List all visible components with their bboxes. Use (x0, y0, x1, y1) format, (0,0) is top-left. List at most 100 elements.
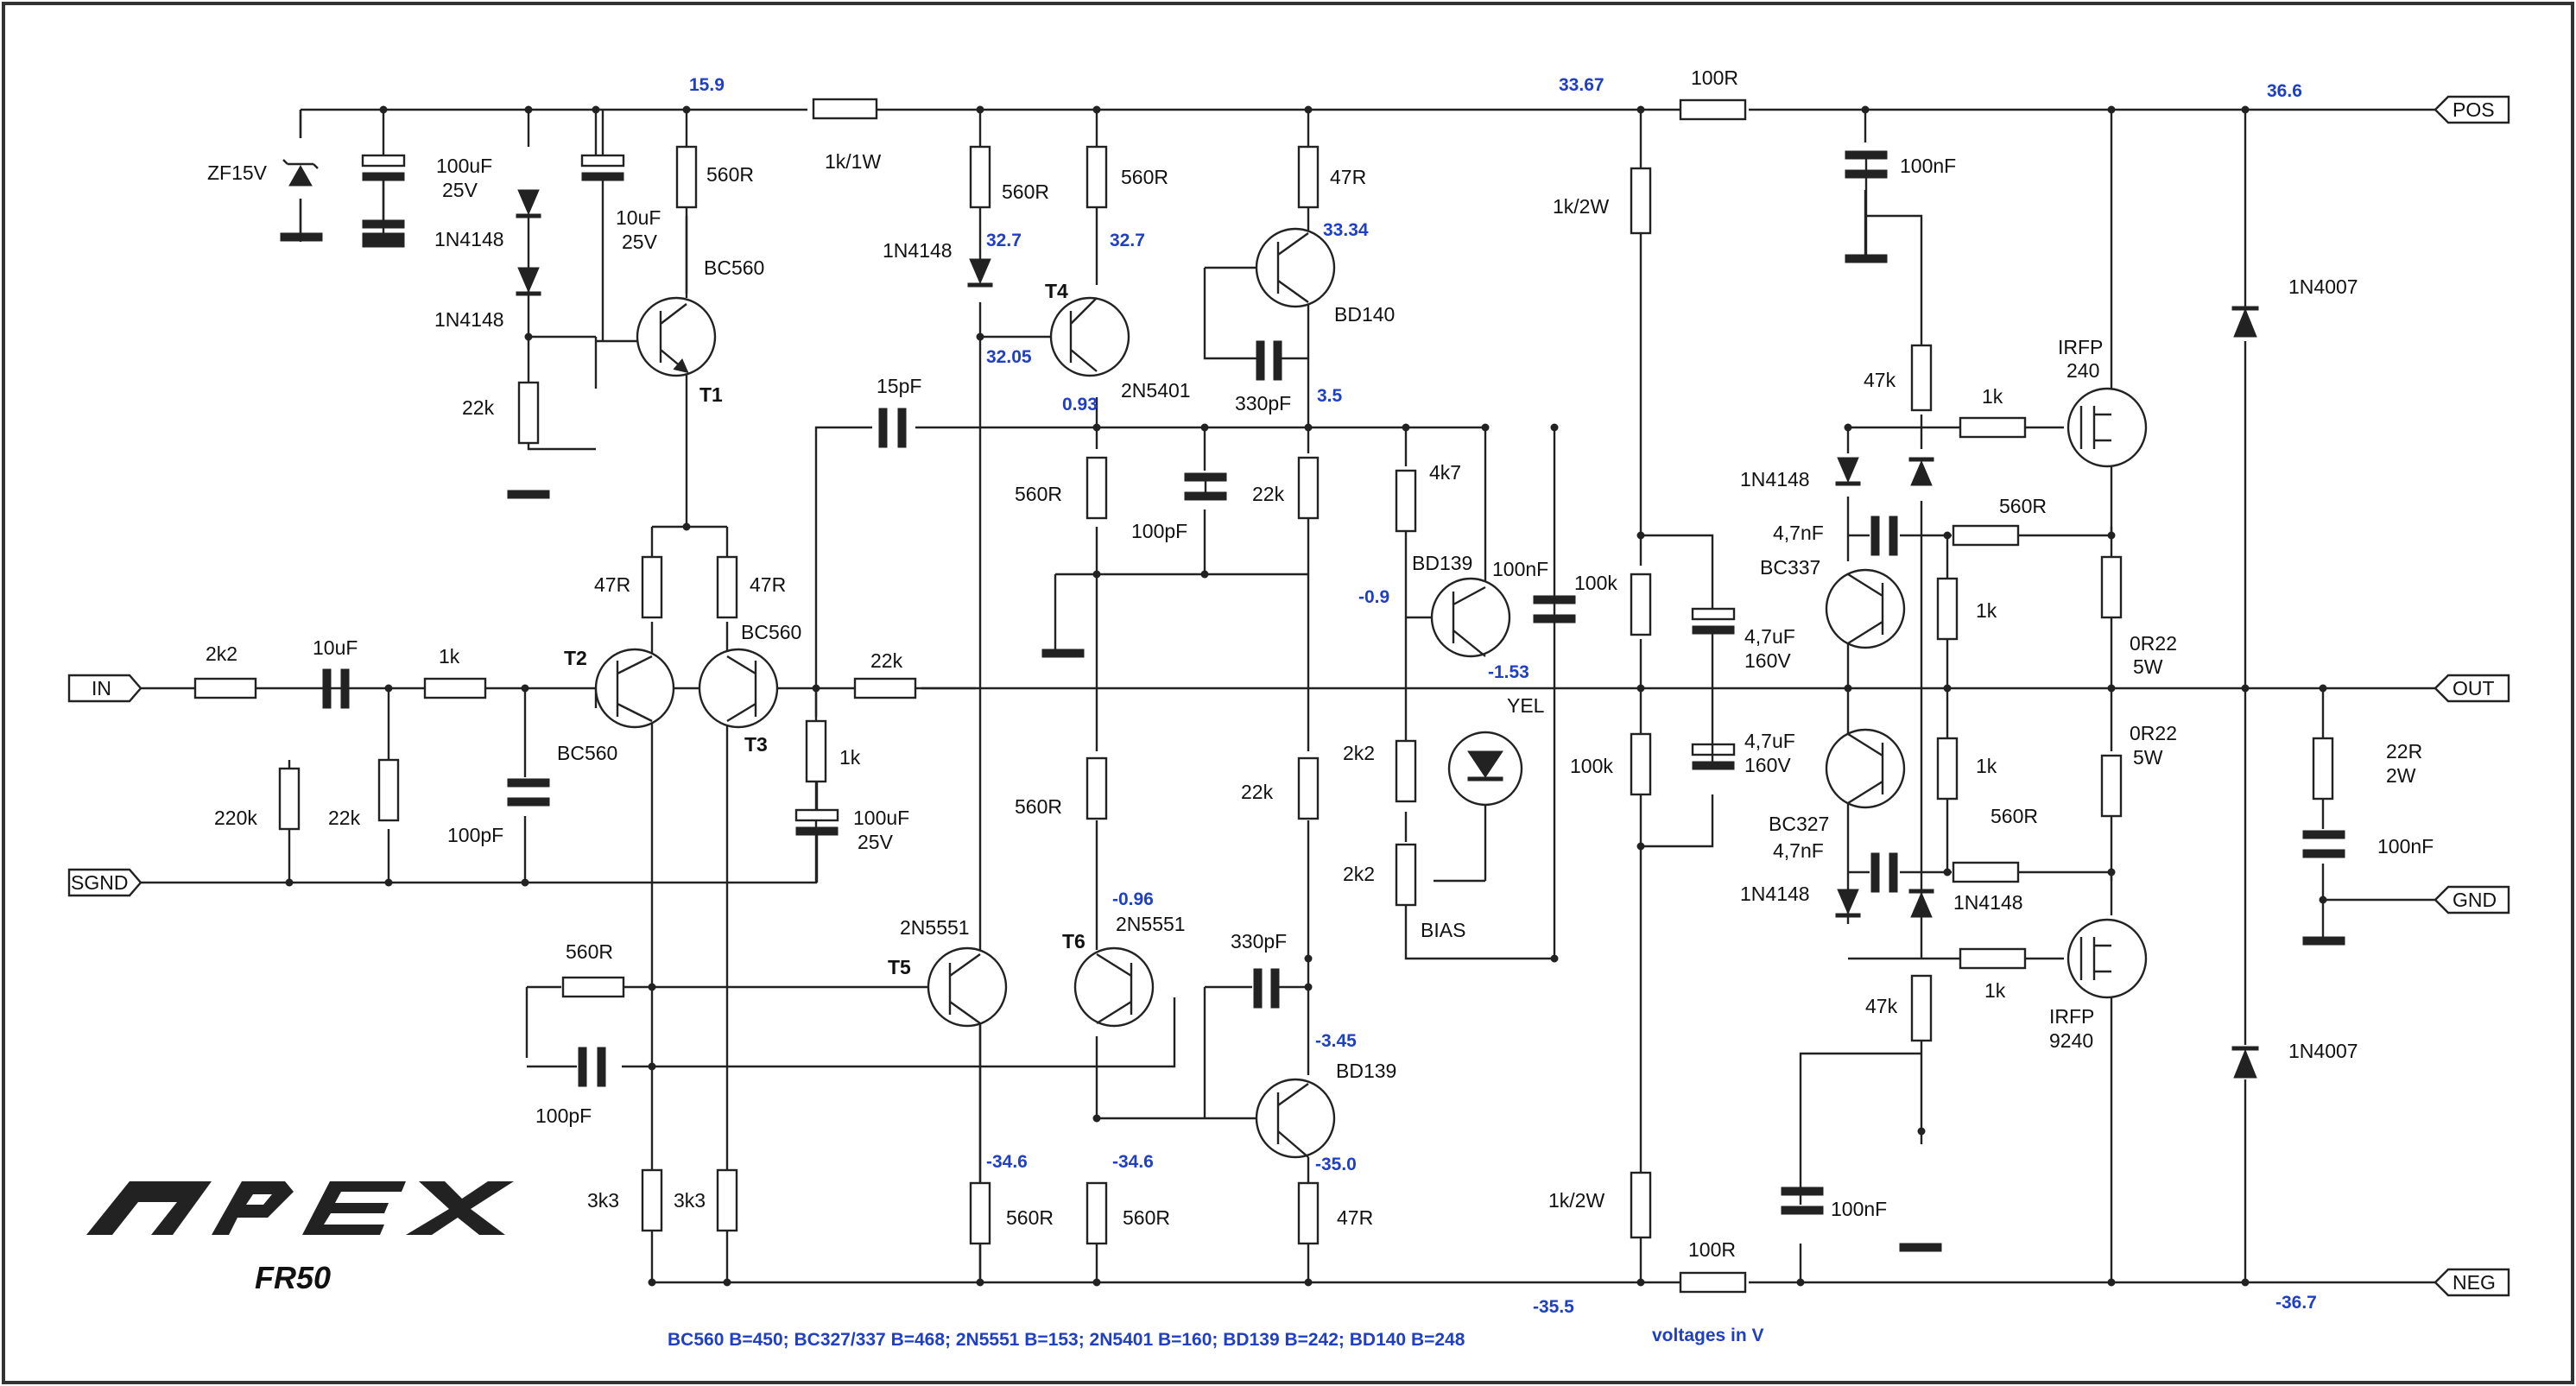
port-neg (2434, 1268, 2510, 1297)
port-sgnd-label: SGND (71, 871, 128, 894)
label-r5wb: 5W (2133, 746, 2163, 769)
label-irfp-b: IRFP (2049, 1005, 2094, 1028)
label-c25va: 25V (442, 179, 478, 201)
units-note: voltages in V (1652, 1326, 1764, 1345)
voltage-32-05: 32.05 (986, 347, 1032, 367)
label-2n5401: 2N5401 (1121, 379, 1191, 402)
label-bc560a: BC560 (704, 256, 764, 279)
label-r2w: 2W (2386, 764, 2416, 787)
label-c160v-a: 160V (1744, 649, 1791, 672)
label-r560r-cm: 560R (566, 940, 613, 963)
label-bc560b: BC560 (557, 742, 617, 764)
voltage-m34-6a: -34.6 (986, 1152, 1028, 1172)
label-2n5551b: 2N5551 (1116, 913, 1186, 935)
label-r560r-drv-a: 560R (1999, 495, 2047, 517)
label-d1n4148-e: 1N4148 (1953, 891, 2023, 914)
resistor-560r-t5e (969, 1181, 991, 1245)
label-r47r-b: 47R (750, 573, 786, 596)
t2-bc560 (594, 648, 675, 729)
label-r22k-vas: 22k (1252, 483, 1285, 505)
t4-2n5401 (1049, 296, 1130, 377)
label-r100r-bot: 100R (1688, 1238, 1736, 1261)
voltage-32-7b: 32.7 (1110, 231, 1145, 250)
bd139-bias (1430, 577, 1511, 658)
label-r47r-a: 47R (594, 573, 630, 596)
label-d1n4148-c: 1N4148 (1740, 468, 1810, 490)
voltage-0-93: 0.93 (1062, 395, 1098, 415)
transistors (594, 227, 2148, 1159)
label-t4: T4 (1045, 280, 1068, 302)
label-r560r-t4: 560R (1002, 180, 1049, 203)
voltage-m35-5: -35.5 (1533, 1297, 1574, 1317)
label-r560r-t1: 560R (706, 163, 754, 186)
resistor-1k2w-bot (1630, 1171, 1652, 1239)
resistor-560r-mid (1085, 456, 1108, 520)
label-t1: T1 (699, 383, 723, 406)
port-gnd (2434, 885, 2510, 915)
bc327 (1825, 728, 1906, 809)
label-r2k2-pot: 2k2 (1343, 863, 1375, 885)
resistor-560r-t6e (1085, 1181, 1108, 1245)
resistor-0r22-a (2100, 555, 2123, 619)
resistor-1k2w-top (1630, 167, 1652, 235)
label-c100pf-in: 100pF (447, 824, 503, 846)
label-c25v-fb: 25V (858, 831, 894, 853)
label-r1k-gate-bot: 1k (1984, 979, 2006, 1002)
t3-bc560 (698, 648, 779, 729)
label-r4k7: 4k7 (1429, 461, 1461, 484)
resistor-560r-drv-a (1952, 524, 2020, 547)
capacitors (322, 110, 2345, 1215)
label-r1k2w-bot: 1k/2W (1548, 1189, 1604, 1212)
label-c10uf: 10uF (616, 206, 661, 229)
junction-dots (285, 105, 2327, 1287)
label-irfp240: 240 (2066, 359, 2099, 382)
label-r2k2-in: 2k2 (206, 642, 237, 665)
label-c100nf-bias: 100nF (1492, 558, 1548, 580)
resistor-2k2-pot (1395, 843, 1417, 907)
resistor-47r-b (716, 555, 738, 619)
label-r47r-vas: 47R (1330, 166, 1366, 188)
resistor-1k-gate-bot (1959, 947, 2027, 970)
resistor-1k1w (812, 98, 878, 120)
apex-logo: FR50 (86, 1181, 514, 1295)
resistor-22k-vas (1297, 456, 1320, 520)
resistor-47k-top (1910, 344, 1933, 412)
resistor-560r-drv-b (1952, 861, 2020, 883)
label-bc327: BC327 (1769, 813, 1829, 835)
label-r5wa: 5W (2133, 655, 2163, 678)
port-gnd-label: GND (2453, 889, 2497, 911)
label-t6: T6 (1062, 930, 1085, 952)
label-r560r-t6e: 560R (1123, 1206, 1170, 1229)
voltage-labels: 15.9 33.67 36.6 32.7 32.7 33.34 32.05 0.… (689, 75, 2317, 1317)
label-r47k-bot: 47k (1865, 995, 1898, 1017)
resistor-47r-a (641, 555, 663, 619)
voltage-m3-45: -3.45 (1315, 1031, 1357, 1051)
resistors (193, 98, 2334, 1294)
label-c330pf-b: 330pF (1231, 930, 1287, 952)
irfp240 (2066, 387, 2148, 468)
label-c100uf: 100uF (436, 155, 492, 177)
label-r47k-top: 47k (1864, 369, 1896, 391)
t6-2n5551 (1073, 946, 1155, 1028)
resistor-1k-drv-b (1936, 737, 1959, 801)
label-c4-7nf-a: 4,7nF (1773, 522, 1824, 544)
label-c330pf-a: 330pF (1235, 392, 1291, 415)
label-r22k-fb: 22k (870, 649, 903, 672)
transistor-labels: T1 T2 T3 T4 T5 T6 BC560 BC560 BC560 2N54… (557, 256, 2103, 1082)
port-out (2434, 674, 2510, 703)
resistor-560r-cm (561, 976, 625, 998)
label-r1k-drv-a: 1k (1976, 599, 1997, 622)
model-label: FR50 (255, 1260, 331, 1295)
bd139-vas (1255, 1078, 1336, 1159)
label-c100uf-fb: 100uF (853, 807, 909, 829)
label-c100pf-cm: 100pF (535, 1104, 592, 1127)
ground-symbols (280, 110, 2345, 1252)
voltage-36-6: 36.6 (2267, 81, 2302, 101)
voltage-m0-9: -0.9 (1358, 587, 1389, 607)
label-bd140: BD140 (1334, 303, 1395, 326)
label-r22k-t1: 22k (462, 396, 495, 419)
port-pos (2434, 95, 2510, 124)
port-out-label: OUT (2453, 677, 2495, 699)
